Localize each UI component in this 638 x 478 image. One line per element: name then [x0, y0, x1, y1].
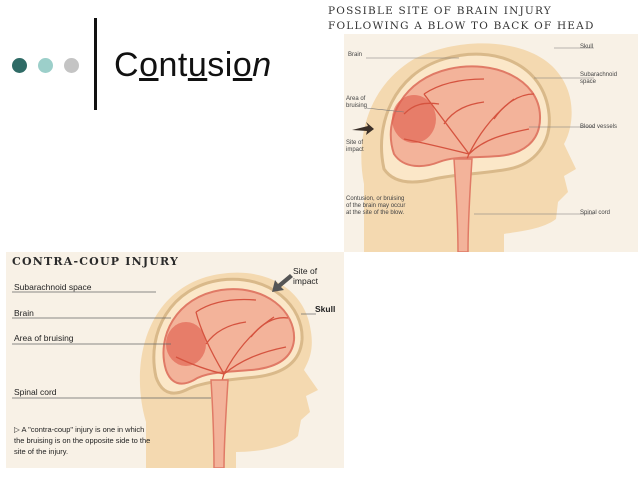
label-brain-top: Brain	[348, 52, 363, 58]
figure-contra-coup: CONTRA-COUP INJURY	[6, 252, 344, 468]
label-blood-vessels-top: Blood vessels	[580, 124, 618, 130]
label-brain-bottom: Brain	[14, 308, 34, 318]
label-subarachnoid-top: Subarachnoid space	[580, 72, 618, 85]
head-illustration-top	[344, 34, 638, 252]
title-part: nt	[158, 46, 188, 84]
label-area-bruising-top: Area of bruising	[346, 96, 368, 109]
label-skull-bottom: Skull	[315, 304, 336, 314]
bullet-dot-3	[64, 58, 79, 73]
head-illustration-bottom	[12, 272, 318, 468]
slide-title: Contusion	[114, 46, 272, 85]
title-part: n	[252, 46, 272, 84]
title-divider	[94, 18, 97, 110]
label-site-impact-top: Site of impact	[346, 140, 364, 153]
title-part: si	[207, 46, 233, 84]
title-part: u	[187, 46, 208, 84]
label-spinal-cord-top: Spinal cord	[580, 210, 611, 216]
title-part: C	[114, 46, 140, 84]
bullet-dot-1	[12, 58, 27, 73]
label-site-impact-bottom: Site of impact	[293, 266, 319, 286]
label-spinal-cord-bottom: Spinal cord	[14, 387, 57, 397]
figure-blow-to-back: POSSIBLE SITE OF BRAIN INJURY FOLLOWING …	[326, 0, 638, 252]
contra-coup-note: ▷ A "contra-coup" injury is one in which…	[14, 425, 151, 456]
figure-top-caption: POSSIBLE SITE OF BRAIN INJURY FOLLOWING …	[328, 5, 595, 32]
title-part: o	[232, 46, 253, 84]
bullet-dot-2	[38, 58, 53, 73]
label-skull-top: Skull	[580, 44, 594, 50]
label-subarachnoid-bottom: Subarachnoid space	[14, 282, 92, 292]
figure-bottom-caption: CONTRA-COUP INJURY	[12, 255, 180, 268]
label-area-bruising-bottom: Area of bruising	[14, 333, 74, 343]
title-part: o	[139, 46, 159, 84]
label-contusion-top: Contusion, or bruising of the brain may …	[346, 196, 406, 216]
